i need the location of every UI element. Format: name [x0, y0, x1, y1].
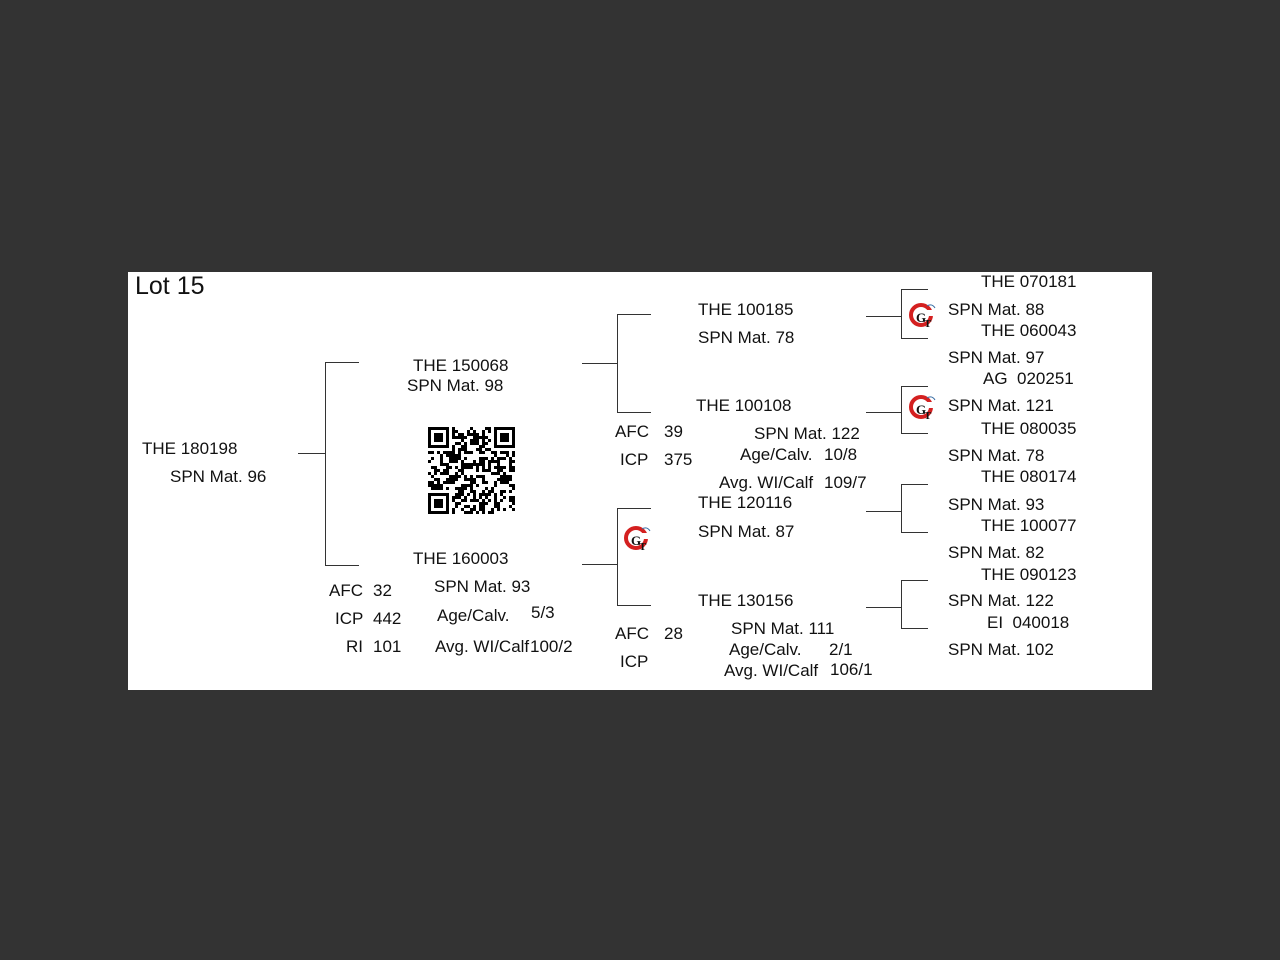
dam-icp-label: ICP: [335, 609, 364, 628]
sd-afc-value: 39: [664, 422, 683, 441]
sire-mat: SPN Mat. 98: [407, 376, 504, 395]
connector-line: [901, 532, 928, 533]
connector-line: [582, 363, 617, 364]
svg-text:G: G: [631, 533, 641, 548]
gen4-mat: SPN Mat. 102: [948, 640, 1054, 659]
connector-line: [901, 433, 928, 434]
connector-line: [901, 289, 902, 338]
dam-mat: SPN Mat. 93: [434, 577, 531, 596]
connector-line: [901, 484, 928, 485]
connector-line: [866, 607, 901, 608]
dd-age-label: Age/Calv.: [729, 640, 802, 659]
sd-mat: SPN Mat. 122: [754, 424, 860, 443]
connector-line: [866, 412, 901, 413]
connector-line: [617, 508, 651, 509]
dam-ri-value: 101: [373, 637, 402, 656]
connector-line: [325, 362, 326, 565]
dam-ri-label: RI: [346, 637, 363, 656]
connector-line: [617, 314, 651, 315]
dam-afc-value: 32: [373, 581, 392, 600]
connector-line: [617, 508, 618, 605]
dd-mat: SPN Mat. 111: [731, 619, 835, 638]
gen4-id: THE 070181: [981, 272, 1077, 291]
dam-avg-value: 100/2: [530, 637, 573, 656]
dd-icp-label: ICP: [620, 652, 649, 671]
sd-id: THE 100108: [696, 396, 792, 415]
connector-line: [325, 565, 359, 566]
connector-line: [901, 580, 928, 581]
dam-avg-label: Avg. WI/Calf: [435, 637, 530, 656]
gen4-id: THE 080174: [981, 467, 1077, 486]
sd-avg-value: 109/7: [824, 473, 867, 492]
gen4-id: AG 020251: [983, 369, 1074, 388]
sd-age-label: Age/Calv.: [740, 445, 813, 464]
dd-avg-label: Avg. WI/Calf: [724, 661, 819, 680]
svg-text:T: T: [924, 318, 932, 330]
dd-afc-value: 28: [664, 624, 683, 643]
connector-line: [617, 605, 651, 606]
gen4-id: THE 060043: [981, 321, 1077, 340]
dd-id: THE 130156: [698, 591, 794, 610]
gen4-id: THE 100077: [981, 516, 1077, 535]
connector-line: [325, 362, 359, 363]
gen4-id: THE 080035: [981, 419, 1077, 438]
sd-icp-label: ICP: [620, 450, 649, 469]
subject-mat: SPN Mat. 96: [170, 467, 267, 486]
ss-mat: SPN Mat. 78: [698, 328, 795, 347]
gen4-mat: SPN Mat. 82: [948, 543, 1045, 562]
dd-afc-label: AFC: [615, 624, 649, 643]
gen4-mat: SPN Mat. 78: [948, 446, 1045, 465]
gt-logo-icon: G T: [909, 303, 936, 330]
gen4-mat: SPN Mat. 88: [948, 300, 1045, 319]
connector-line: [901, 289, 928, 290]
dam-age-value: 5/3: [531, 603, 555, 622]
connector-line: [617, 314, 618, 412]
gt-logo-icon: G T: [624, 526, 651, 553]
connector-line: [901, 628, 928, 629]
ds-id: THE 120116: [698, 493, 793, 512]
gt-logo-icon: G T: [909, 395, 936, 422]
connector-line: [901, 580, 902, 628]
svg-text:G: G: [916, 402, 926, 417]
sd-afc-label: AFC: [615, 422, 649, 441]
qr-code-icon: [428, 427, 515, 514]
connector-line: [901, 484, 902, 532]
gen4-id: THE 090123: [981, 565, 1077, 584]
pedigree-document: [128, 272, 1152, 690]
svg-text:T: T: [924, 410, 932, 422]
gen4-mat: SPN Mat. 93: [948, 495, 1045, 514]
ds-mat: SPN Mat. 87: [698, 522, 795, 541]
dam-id: THE 160003: [413, 549, 509, 568]
lot-title: Lot 15: [135, 272, 205, 300]
sd-avg-label: Avg. WI/Calf: [719, 473, 814, 492]
gen4-id: EI 040018: [987, 613, 1070, 632]
dd-avg-value: 106/1: [830, 660, 873, 679]
connector-line: [901, 386, 928, 387]
gen4-mat: SPN Mat. 97: [948, 348, 1045, 367]
gen4-mat: SPN Mat. 122: [948, 591, 1054, 610]
connector-line: [866, 511, 901, 512]
dam-age-label: Age/Calv.: [437, 606, 510, 625]
connector-line: [901, 338, 928, 339]
dd-age-value: 2/1: [829, 640, 853, 659]
sire-id: THE 150068: [413, 356, 509, 375]
svg-text:T: T: [639, 541, 647, 553]
connector-line: [582, 564, 617, 565]
sd-age-value: 10/8: [824, 445, 858, 464]
subject-id: THE 180198: [142, 439, 238, 458]
connector-line: [901, 386, 902, 433]
connector-line: [866, 316, 901, 317]
dam-afc-label: AFC: [329, 581, 363, 600]
dam-icp-value: 442: [373, 609, 402, 628]
connector-line: [617, 412, 651, 413]
sd-icp-value: 375: [664, 450, 693, 469]
connector-line: [298, 453, 325, 454]
gen4-mat: SPN Mat. 121: [948, 396, 1054, 415]
svg-text:G: G: [916, 310, 926, 325]
ss-id: THE 100185: [698, 300, 794, 319]
